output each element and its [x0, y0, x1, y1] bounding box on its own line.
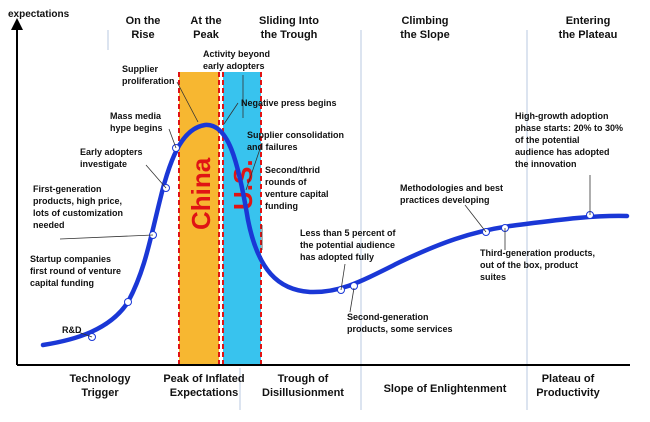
annotation-second-gen: Second-generation products, some service…	[347, 312, 453, 334]
annotation-activity-beyond: Activity beyond early adopters	[203, 49, 270, 71]
phase-top-label: the Trough	[261, 29, 318, 41]
annotation-line: first round of venture	[30, 266, 121, 276]
annotation-line: Negative press begins	[241, 98, 337, 108]
phase-bottom-label: Trough of	[278, 373, 329, 385]
phase-top-label: Peak	[193, 29, 220, 41]
marker	[124, 298, 132, 306]
leader-line	[340, 263, 346, 291]
leader-line	[77, 331, 93, 338]
phase-bottom-label: Plateau of	[542, 373, 595, 385]
annotation-line: Supplier consolidation	[247, 130, 344, 140]
annotation-line: products, high price,	[33, 196, 122, 206]
annotation-line: early adopters	[203, 61, 265, 71]
phase-top-label: Climbing	[401, 15, 448, 27]
annotation-line: needed	[33, 220, 65, 230]
leader-line	[59, 234, 154, 240]
leader-lines	[59, 75, 591, 338]
y-axis-arrow	[11, 18, 23, 30]
phase-bottom-label: Peak of Inflated	[163, 373, 244, 385]
annotation-first-gen: First-generation products, high price, l…	[33, 184, 123, 230]
annotation-supplier-consolidation: Supplier consolidation and failures	[247, 130, 344, 152]
annotation-less-than-5: Less than 5 percent of the potential aud…	[300, 228, 397, 262]
leader-line	[223, 102, 239, 125]
annotation-line: rounds of	[265, 177, 307, 187]
annotation-line: and failures	[247, 142, 298, 152]
annotation-line: hype begins	[110, 123, 163, 133]
annotation-second-third-rounds: Second/thrid rounds of venture capital f…	[265, 165, 329, 211]
phase-bottom-label: Technology	[70, 373, 132, 385]
phase-top-label: On the	[126, 15, 161, 27]
hype-curve	[40, 122, 630, 348]
annotation-line: of the potential	[515, 135, 580, 145]
annotation-line: High-growth adoption	[515, 111, 608, 121]
phase-bottom-label: Trigger	[81, 387, 119, 399]
phase-top-label: Entering	[566, 15, 611, 27]
annotation-negative-press: Negative press begins	[241, 98, 337, 108]
top-phase-labels: On the Rise At the Peak Sliding Into the…	[126, 15, 618, 41]
phase-bottom-label: Slope of Enlightenment	[384, 383, 507, 395]
annotation-line: Startup companies	[30, 254, 111, 264]
annotation-methodologies: Methodologies and best practices develop…	[400, 183, 503, 205]
leader-line	[145, 164, 167, 189]
annotation-line: Second/thrid	[265, 165, 320, 175]
annotation-line: Second-generation	[347, 312, 429, 322]
phase-top-label: the Plateau	[559, 29, 618, 41]
annotation-line: practices developing	[400, 195, 490, 205]
annotation-line: Early adopters	[80, 147, 143, 157]
annotation-line: the innovation	[515, 159, 577, 169]
phase-top-label: Sliding Into	[259, 15, 319, 27]
annotation-line: Supplier	[122, 64, 159, 74]
phase-bottom-label: Disillusionment	[262, 387, 344, 399]
annotation-line: Methodologies and best	[400, 183, 503, 193]
annotation-line: funding	[265, 201, 298, 211]
leader-line	[349, 287, 355, 313]
phase-bottom-label: Expectations	[170, 387, 238, 399]
us-region	[223, 72, 261, 365]
annotation-rd: R&D	[62, 325, 82, 335]
bottom-phase-labels: Technology Trigger Peak of Inflated Expe…	[70, 373, 601, 399]
annotation-line: Activity beyond	[203, 49, 270, 59]
annotation-supplier-proliferation: Supplier proliferation	[122, 64, 175, 86]
annotation-early-adopters: Early adopters investigate	[80, 147, 143, 169]
annotation-startup: Startup companies first round of venture…	[30, 254, 121, 288]
phase-top-label: the Slope	[400, 29, 450, 41]
annotation-line: audience has adopted	[515, 147, 610, 157]
phase-top-label: Rise	[131, 29, 154, 41]
china-region	[179, 72, 219, 365]
annotation-mass-media: Mass media hype begins	[110, 111, 163, 133]
annotation-line: venture capital	[265, 189, 329, 199]
annotation-line: First-generation	[33, 184, 102, 194]
annotation-line: lots of customization	[33, 208, 123, 218]
annotation-third-gen: Third-generation products, out of the bo…	[480, 248, 595, 282]
y-axis-label: expectations	[8, 9, 70, 20]
leader-line	[245, 142, 263, 191]
leader-line	[168, 128, 177, 149]
annotation-line: out of the box, product	[480, 260, 578, 270]
china-label: China	[186, 157, 216, 230]
annotation-line: Less than 5 percent of	[300, 228, 397, 238]
annotation-line: proliferation	[122, 76, 175, 86]
annotation-line: capital funding	[30, 278, 94, 288]
phase-top-label: At the	[190, 15, 221, 27]
annotation-high-growth: High-growth adoption phase starts: 20% t…	[515, 111, 623, 169]
annotation-line: phase starts: 20% to 30%	[515, 123, 623, 133]
annotation-line: Mass media	[110, 111, 162, 121]
leader-line	[176, 81, 199, 123]
annotation-line: R&D	[62, 325, 82, 335]
annotation-line: Third-generation products,	[480, 248, 595, 258]
annotation-line: the potential audience	[300, 240, 395, 250]
annotation-line: has adopted fully	[300, 252, 374, 262]
annotation-line: products, some services	[347, 324, 453, 334]
annotation-line: suites	[480, 272, 506, 282]
annotation-line: investigate	[80, 159, 127, 169]
phase-bottom-label: Productivity	[536, 387, 600, 399]
leader-line	[464, 204, 487, 233]
